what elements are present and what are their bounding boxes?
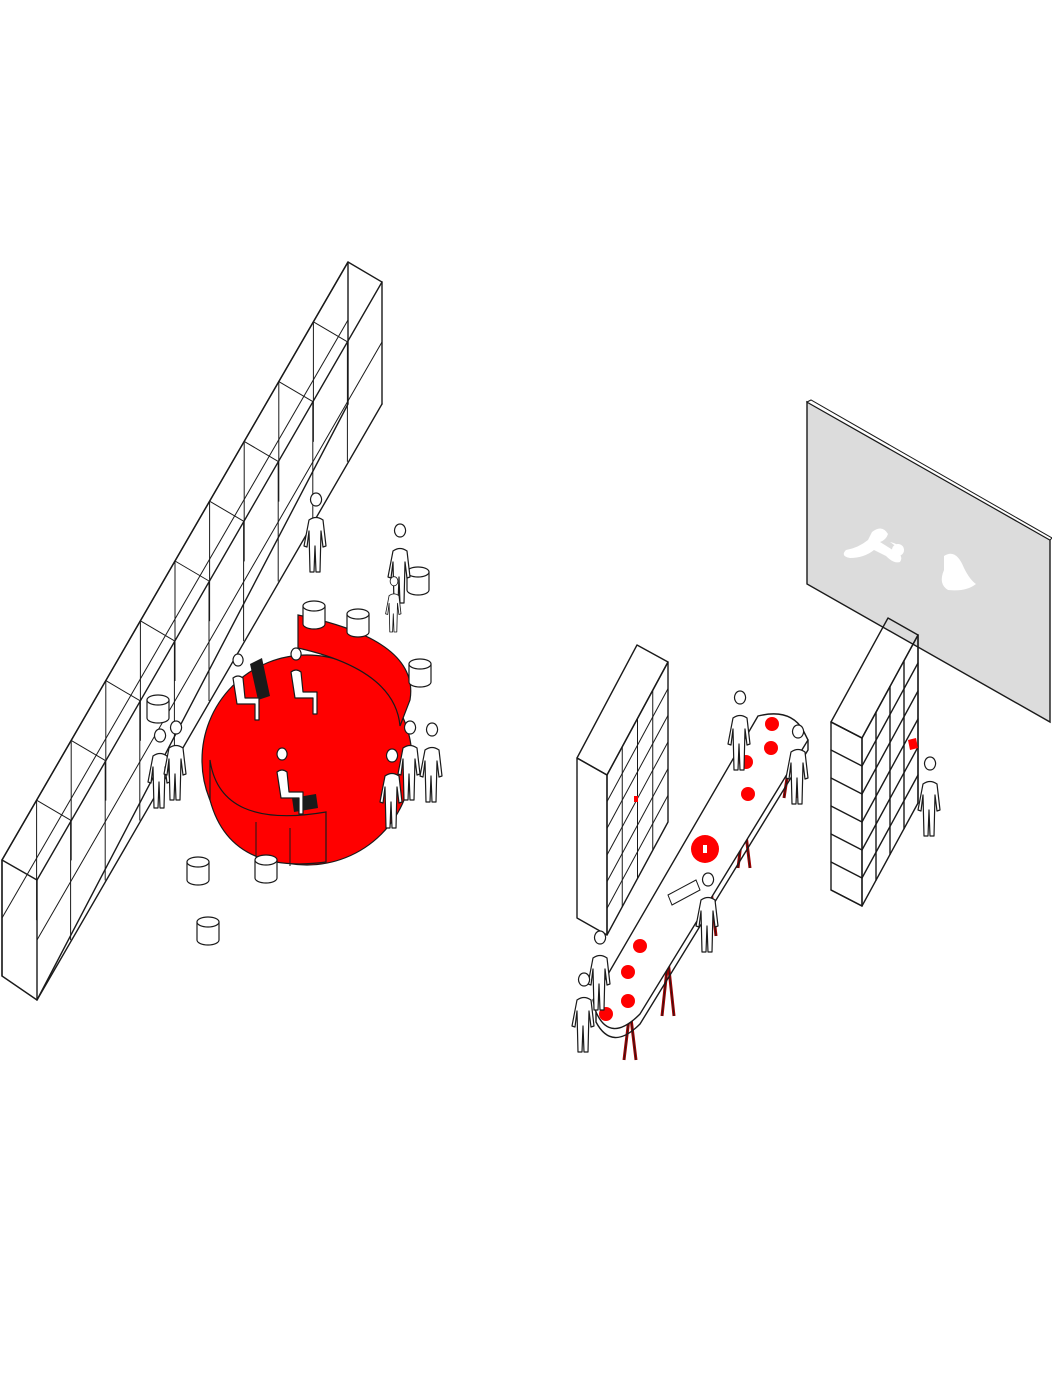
red-dot-0 [765, 717, 779, 731]
stools-group [146, 566, 432, 946]
person-seated-3 [276, 747, 304, 815]
person-lounge-right-1 [379, 748, 403, 829]
black-chair [250, 658, 270, 700]
person-seated-2 [290, 647, 318, 715]
projected-ball-icon [892, 544, 904, 556]
red-book-marker [634, 796, 638, 802]
person-conveyor-bottom-1 [587, 930, 611, 1011]
stool-4 [406, 566, 430, 596]
person-left-2 [163, 720, 187, 801]
projected-figure-person-icon [843, 528, 904, 563]
tablet-on-table [667, 879, 701, 906]
red-item-on-shelf [908, 738, 918, 750]
red-dot-1 [764, 741, 778, 755]
stool-7 [346, 608, 370, 638]
people-right-group [571, 690, 941, 1053]
stool-0 [186, 856, 210, 886]
red-dot-3 [741, 787, 755, 801]
person-reaching [387, 523, 411, 604]
long-bookshelf [1, 261, 383, 1001]
person-with-tablet [695, 872, 719, 953]
stool-5 [146, 694, 170, 724]
conveyor-table [592, 713, 809, 1061]
red-dot-5 [621, 965, 635, 979]
red-dot-4 [633, 939, 647, 953]
grid-shelf-right [830, 617, 919, 907]
person-conveyor-bottom-2 [571, 972, 595, 1053]
curved-bench-lower [209, 759, 327, 865]
tall-shelf-left [576, 644, 669, 936]
red-lounge-platform [201, 614, 413, 866]
person-small [385, 576, 402, 633]
plate-item [703, 845, 707, 853]
person-conveyor-top [727, 690, 751, 771]
stool-6 [302, 600, 326, 630]
stool-2 [196, 916, 220, 946]
person-conveyor-right [785, 724, 809, 805]
person-at-shelf [303, 492, 327, 573]
people-left-group [147, 492, 443, 829]
person-at-grid-shelf [917, 756, 941, 837]
person-seated-1 [232, 653, 260, 721]
red-dot-6 [621, 994, 635, 1008]
projection-screen [805, 399, 1052, 724]
stool-3 [408, 658, 432, 688]
projected-shape-icon [941, 553, 976, 591]
person-lounge-right-3 [419, 722, 443, 803]
stool-1 [254, 854, 278, 884]
